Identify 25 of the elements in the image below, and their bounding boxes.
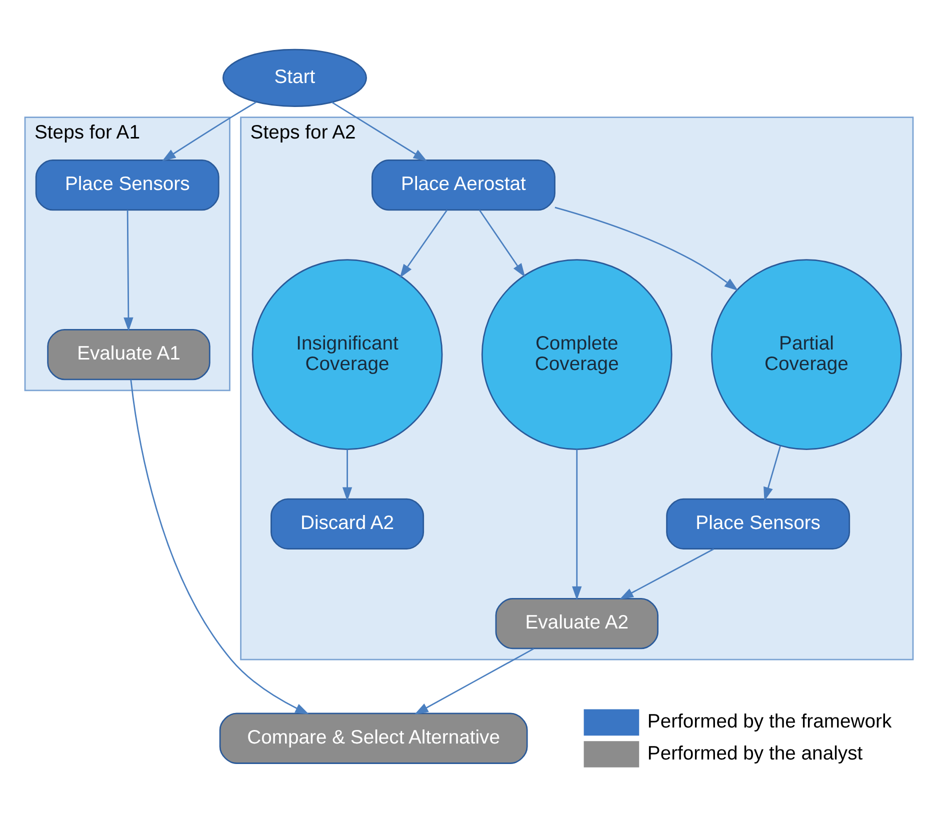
node-circle: Complete Coverage — [481, 258, 672, 450]
arrow — [764, 445, 781, 501]
node-circle: Insignificant Coverage — [252, 258, 443, 450]
node-box: Evaluate A1 — [47, 328, 210, 380]
arrow — [331, 101, 428, 161]
arrow — [554, 206, 738, 290]
arrow — [572, 448, 582, 600]
arrow — [414, 648, 534, 714]
arrow — [130, 379, 310, 714]
arrow — [342, 448, 352, 501]
legend-label: Performed by the framework — [647, 710, 892, 732]
node-box: Place Aerostat — [371, 159, 556, 210]
arrow — [400, 209, 448, 278]
node-circle: Partial Coverage — [711, 258, 902, 450]
node-box: Evaluate A2 — [495, 597, 658, 649]
node-box: Place Sensors — [666, 498, 850, 550]
legend-label: Performed by the analyst — [647, 742, 863, 764]
arrow — [620, 548, 714, 599]
arrow — [124, 210, 134, 331]
node-box: Discard A2 — [270, 498, 424, 550]
node-box: Place Sensors — [35, 159, 220, 210]
node-ellipse: Start — [222, 48, 367, 106]
node-box: Compare & Select Alternative — [219, 712, 528, 764]
arrow — [162, 100, 257, 161]
arrow — [478, 209, 526, 277]
